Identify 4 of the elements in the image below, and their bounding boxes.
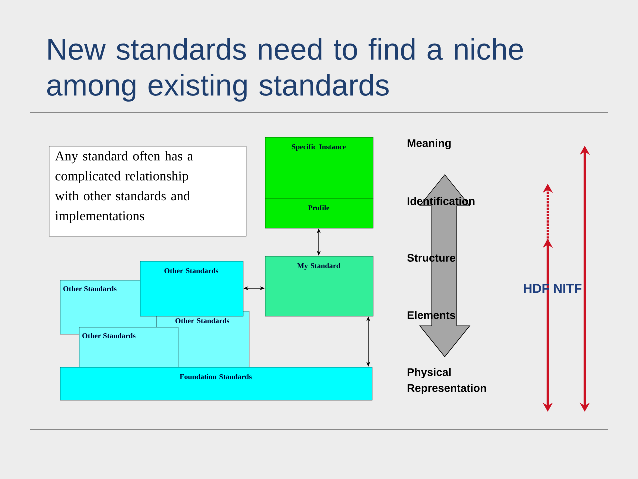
level-label: Physical Representation <box>408 368 486 394</box>
level-label: Meaning <box>408 139 451 150</box>
title: New standards need to find a niche among existing standards <box>47 38 524 102</box>
note-box: Any standard often has a complicated relationship with other standards and implementations <box>49 146 247 237</box>
